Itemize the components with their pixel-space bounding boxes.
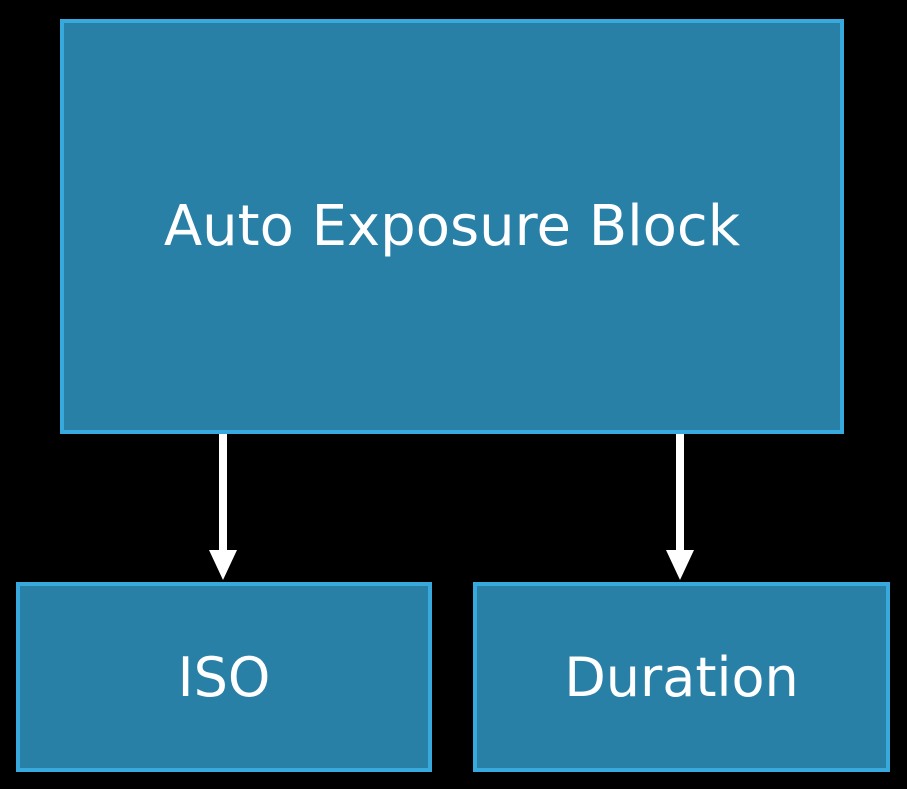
iso-block: ISO	[16, 582, 432, 772]
duration-block: Duration	[473, 582, 890, 772]
arrow-to-iso	[209, 434, 237, 580]
duration-block-label: Duration	[564, 645, 799, 709]
iso-block-label: ISO	[177, 645, 271, 709]
auto-exposure-block-label: Auto Exposure Block	[163, 194, 741, 259]
arrow-to-duration	[666, 434, 694, 580]
auto-exposure-block: Auto Exposure Block	[60, 19, 844, 434]
